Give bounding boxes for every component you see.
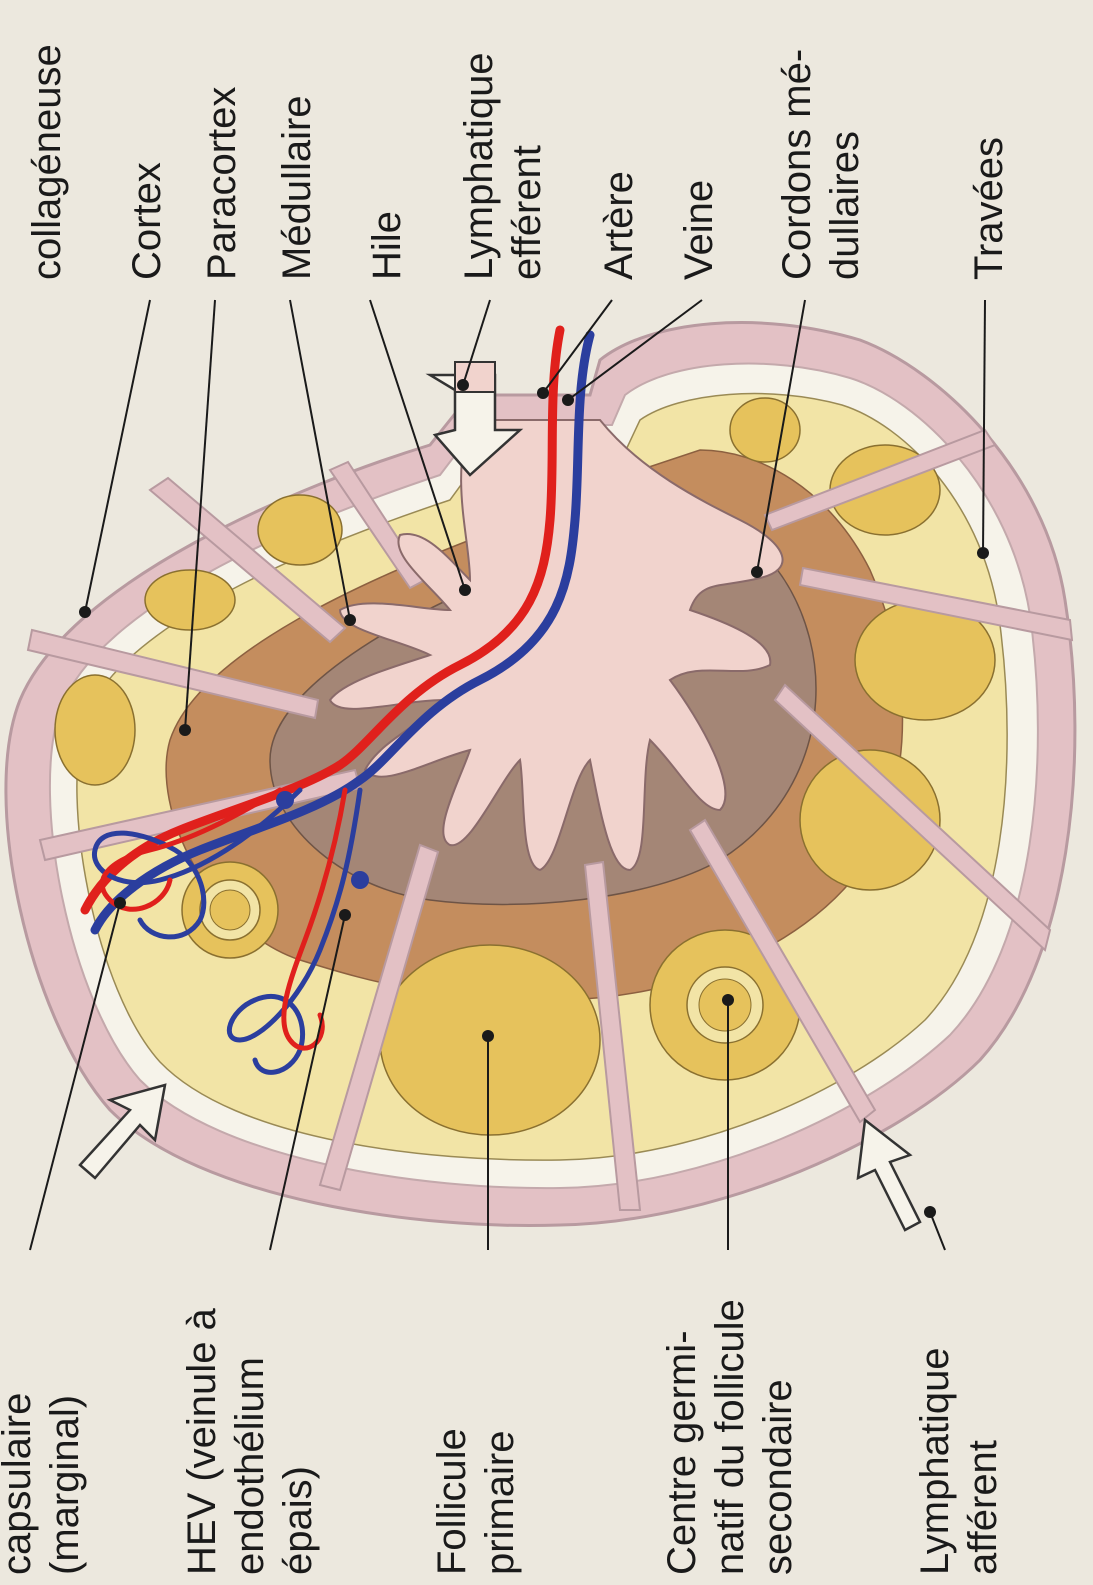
- label-line: (marginal): [43, 1395, 87, 1575]
- label-centre-germinatif: Centre germi- natif du follicule seconda…: [660, 1288, 800, 1575]
- label-paracortex: Paracortex: [200, 87, 244, 280]
- label-lymphatique-efferent: Lymphatique efférent: [457, 41, 549, 280]
- label-line: Lymphatique: [913, 1347, 957, 1575]
- leader-dot: [459, 584, 471, 596]
- label-line: Follicule: [430, 1428, 474, 1575]
- label-line: Lymphatique: [457, 52, 501, 280]
- label-line: Travées: [967, 137, 1011, 280]
- label-lymphatique-afferent: Lymphatique afférent: [913, 1336, 1005, 1575]
- follicle: [55, 675, 135, 785]
- label-cordons-medullaires: Cordons mé- dullaires: [775, 38, 867, 280]
- germinal-center-core: [210, 890, 250, 930]
- label-cortex: Cortex: [125, 162, 169, 280]
- label-line: Veine: [677, 180, 721, 280]
- label-line: Cordons mé-: [775, 49, 819, 280]
- label-line: Hile: [365, 211, 409, 280]
- label-line: efférent: [505, 145, 549, 280]
- afferent-arrow: [858, 1120, 920, 1230]
- follicle: [145, 570, 235, 630]
- label-line: Paracortex: [200, 87, 244, 280]
- label-line: capsulaire: [0, 1393, 39, 1575]
- label-capsule: collagéneuse: [25, 44, 69, 280]
- leader-dot: [924, 1206, 936, 1218]
- leader-dot: [344, 614, 356, 626]
- leader-dot: [751, 566, 763, 578]
- leader-dot: [339, 909, 351, 921]
- label-hile: Hile: [365, 211, 409, 280]
- follicle: [730, 398, 800, 462]
- label-line: Cortex: [125, 162, 169, 280]
- label-artere: Artère: [597, 171, 641, 280]
- leader-line: [85, 300, 150, 612]
- hev-node: [276, 791, 294, 809]
- label-veine: Veine: [677, 180, 721, 280]
- leader-dot: [114, 897, 126, 909]
- leader-dot: [457, 379, 469, 391]
- label-follicule-primaire: Follicule primaire: [430, 1417, 522, 1575]
- leader-dot: [179, 724, 191, 736]
- label-medullaire: Médullaire: [275, 95, 319, 280]
- leader-dot: [79, 606, 91, 618]
- label-hev: HEV (veinule à endothélium épais): [180, 1297, 320, 1575]
- label-line: Artère: [597, 171, 641, 280]
- leader-dot: [722, 994, 734, 1006]
- leader-dot: [562, 394, 574, 406]
- label-line: primaire: [478, 1431, 522, 1575]
- label-line: natif du follicule: [708, 1299, 752, 1575]
- leader-dot: [537, 387, 549, 399]
- label-line: secondaire: [756, 1379, 800, 1575]
- label-line: endothélium: [228, 1357, 272, 1575]
- label-line: épais): [276, 1466, 320, 1575]
- afferent-arrow: [80, 1085, 165, 1178]
- leader-dot: [977, 547, 989, 559]
- label-line: collagéneuse: [25, 44, 69, 280]
- label-line: Médullaire: [275, 95, 319, 280]
- label-sinus-capsulaire: capsulaire (marginal): [0, 1382, 87, 1575]
- label-line: Centre germi-: [660, 1330, 704, 1575]
- hev-node: [351, 871, 369, 889]
- label-line: dullaires: [823, 131, 867, 280]
- label-travees: Travées: [967, 137, 1011, 280]
- leader-dot: [482, 1030, 494, 1042]
- label-line: HEV (veinule à: [180, 1307, 224, 1575]
- leader-line: [930, 1212, 945, 1250]
- label-line: afférent: [961, 1440, 1005, 1575]
